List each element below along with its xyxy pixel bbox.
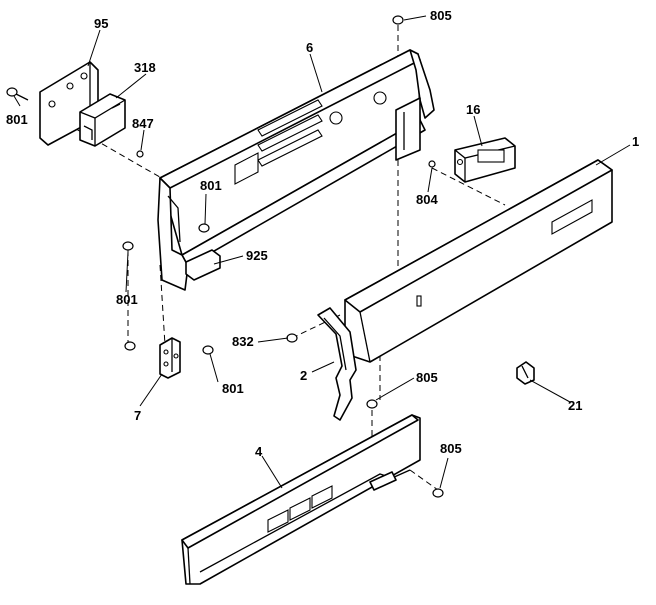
part-4-lower-rail (181, 414, 421, 585)
part-21-knob (516, 361, 535, 385)
part-7-side-bracket (159, 337, 181, 379)
part-2-end-cap (317, 307, 357, 421)
callout-4: 4 (255, 444, 263, 459)
callout-805-top: 805 (430, 8, 452, 23)
screw-801-left-upper (122, 241, 134, 251)
callout-318: 318 (134, 60, 156, 75)
callout-801-topleft: 801 (6, 112, 28, 127)
callout-801-left: 801 (116, 292, 138, 307)
callout-847: 847 (132, 116, 154, 131)
callout-labels: 95 318 801 847 6 805 16 1 804 801 925 80… (6, 8, 639, 459)
screw-804 (428, 160, 436, 168)
part-6-rear-housing (157, 49, 435, 291)
callout-6: 6 (306, 40, 313, 55)
screw-801-left-lower (124, 341, 136, 351)
callout-95: 95 (94, 16, 108, 31)
callout-1: 1 (632, 134, 639, 149)
callout-925: 925 (246, 248, 268, 263)
callout-801-right: 801 (222, 381, 244, 396)
callout-21: 21 (568, 398, 582, 413)
callout-804: 804 (416, 192, 438, 207)
part-16-timer-module (454, 137, 516, 183)
part-318-switch (79, 93, 126, 147)
screw-805-bottom (432, 488, 444, 498)
part-1-front-panel (344, 159, 613, 363)
callout-7: 7 (134, 408, 141, 423)
callout-805-bottom: 805 (440, 441, 462, 456)
screw-801-right (202, 345, 214, 355)
leader-lines (13, 15, 631, 489)
screw-801-topleft (6, 87, 29, 101)
callout-801-part6: 801 (200, 178, 222, 193)
screw-805-mid (366, 399, 378, 409)
screw-847 (136, 150, 144, 158)
screw-801-part6 (198, 223, 210, 233)
screw-805-top (392, 15, 404, 25)
callout-805-mid: 805 (416, 370, 438, 385)
callout-832: 832 (232, 334, 254, 349)
screw-832 (286, 333, 298, 343)
callout-16: 16 (466, 102, 480, 117)
callout-2: 2 (300, 368, 307, 383)
